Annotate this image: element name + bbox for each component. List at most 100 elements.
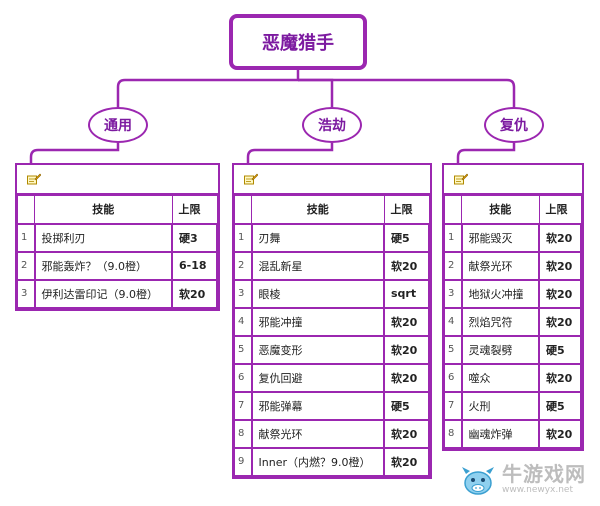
row-index: 1: [234, 222, 252, 253]
row-skill: 噬众: [460, 362, 540, 393]
row-limit: 软20: [171, 278, 218, 309]
row-skill: 恶魔变形: [250, 334, 385, 365]
row-skill: 献祭光环: [460, 250, 540, 281]
row-skill: 烈焰咒符: [460, 306, 540, 337]
row-index: 7: [444, 390, 462, 421]
header-limit: 上限: [171, 195, 218, 224]
watermark-url: www.newyx.net: [502, 484, 574, 495]
site-watermark: 牛游戏网 www.newyx.net: [458, 455, 598, 503]
note-pencil-icon[interactable]: [27, 173, 41, 185]
header-skill: 技能: [34, 195, 173, 224]
row-skill: 邪能毁灭: [460, 222, 540, 253]
row-limit: 软20: [383, 362, 430, 393]
row-index: 3: [444, 278, 462, 309]
row-skill: 火刑: [460, 390, 540, 421]
branch-node-3[interactable]: 复仇: [484, 107, 544, 143]
row-limit: 软20: [383, 250, 430, 281]
row-limit: 软20: [383, 418, 430, 449]
row-index: 6: [234, 362, 252, 393]
row-limit: 硬5: [538, 334, 582, 365]
connector-root-branch2: [298, 78, 334, 107]
row-index: 8: [444, 418, 462, 449]
header-index: [234, 195, 252, 224]
row-index: 1: [17, 222, 35, 253]
row-index: 5: [234, 334, 252, 365]
row-index: 2: [17, 250, 35, 281]
row-index: 2: [234, 250, 252, 281]
row-index: 2: [444, 250, 462, 281]
row-skill: 眼棱: [250, 278, 385, 309]
row-limit: 6-18: [171, 250, 218, 281]
row-index: 7: [234, 390, 252, 421]
panel-header: [17, 165, 218, 195]
row-skill: 献祭光环: [250, 418, 385, 449]
row-index: 4: [444, 306, 462, 337]
row-skill: 混乱新星: [250, 250, 385, 281]
row-limit: 软20: [538, 362, 582, 393]
row-limit: 软20: [538, 418, 582, 449]
row-skill: 投掷利刃: [33, 222, 173, 253]
row-limit: 硬5: [538, 390, 582, 421]
row-limit: 硬5: [383, 390, 430, 421]
row-skill: 邪能轰炸？（9.0橙）: [33, 250, 173, 281]
panel-header: [444, 165, 582, 195]
connector-root-branch3: [298, 78, 516, 107]
row-index: 3: [234, 278, 252, 309]
table-header-row: 技能 上限: [17, 195, 218, 224]
note-pencil-icon[interactable]: [454, 173, 468, 185]
header-limit: 上限: [538, 195, 582, 224]
row-limit: 硬5: [383, 222, 430, 253]
row-skill: 地狱火冲撞: [460, 278, 540, 309]
row-limit: 软20: [383, 334, 430, 365]
row-skill: 邪能冲撞: [250, 306, 385, 337]
row-skill: 刃舞: [250, 222, 385, 253]
row-skill: Inner（内燃？9.0橙）: [250, 446, 385, 477]
row-skill: 复仇回避: [250, 362, 385, 393]
table-header-row: 技能 上限: [444, 195, 582, 224]
row-limit: 软20: [538, 306, 582, 337]
row-index: 5: [444, 334, 462, 365]
row-index: 8: [234, 418, 252, 449]
note-pencil-icon[interactable]: [244, 173, 258, 185]
connector-branch3-panel: [456, 143, 516, 163]
row-limit: 软20: [538, 222, 582, 253]
root-node[interactable]: 恶魔猎手: [229, 14, 367, 70]
branch-label: 浩劫: [318, 118, 346, 134]
row-skill: 伊利达雷印记（9.0橙）: [33, 278, 173, 309]
branch-label: 复仇: [500, 118, 528, 134]
branch-node-2[interactable]: 浩劫: [302, 107, 362, 143]
header-limit: 上限: [383, 195, 430, 224]
row-limit: 软20: [383, 306, 430, 337]
branch-node-1[interactable]: 通用: [88, 107, 148, 143]
connector-branch1-panel: [29, 143, 120, 163]
row-limit: 软20: [538, 250, 582, 281]
root-title: 恶魔猎手: [262, 33, 334, 54]
connector-root-branch1: [116, 70, 300, 107]
